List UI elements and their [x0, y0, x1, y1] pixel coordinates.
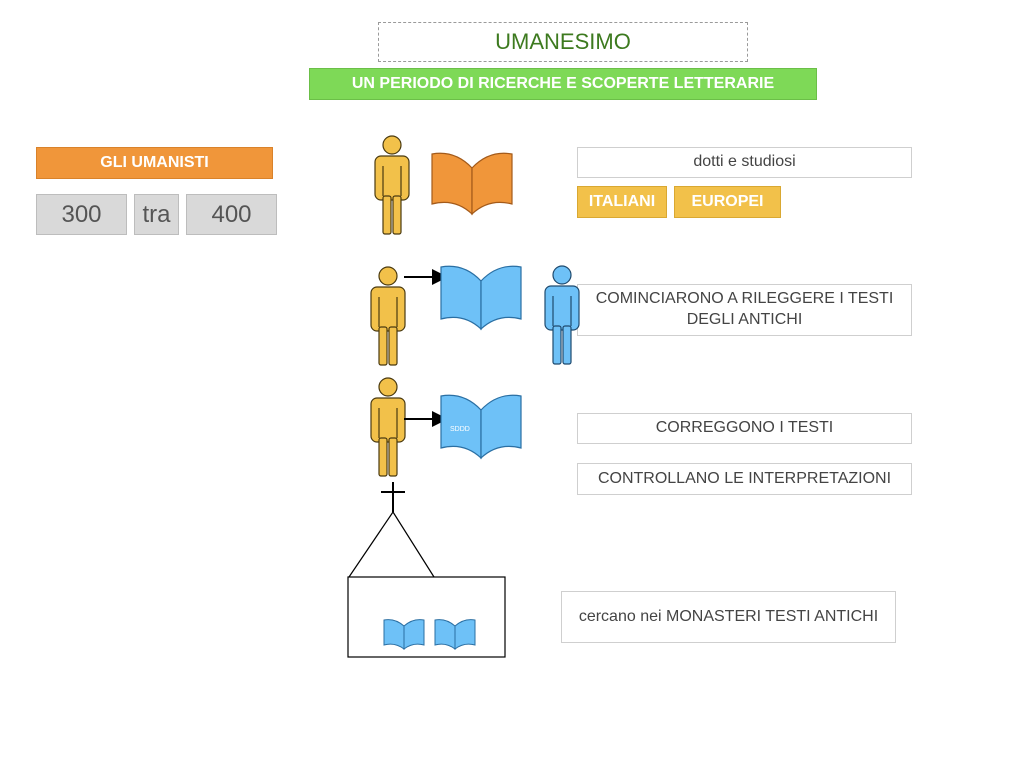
monastery-book-icon: [434, 619, 476, 651]
italians-tag: ITALIANI: [577, 186, 667, 218]
blue-book-icon: [440, 265, 522, 331]
period-end-box: 400: [186, 194, 277, 235]
blue-book-annotated-icon: [440, 394, 522, 460]
monastery-icon: [347, 510, 506, 658]
page-title: UMANESIMO: [378, 22, 748, 62]
orange-book-icon: [431, 152, 513, 216]
monastery-book-icon: [383, 619, 425, 651]
page-subtitle: UN PERIODO DI RICERCHE E SCOPERTE LETTER…: [309, 68, 817, 100]
correct-description: CORREGGONO I TESTI: [577, 413, 912, 444]
monasteries-description: cercano nei MONASTERI TESTI ANTICHI: [561, 591, 896, 643]
control-description: CONTROLLANO LE INTERPRETAZIONI: [577, 463, 912, 495]
scholars-description: dotti e studiosi: [577, 147, 912, 178]
scholar-person-icon: [374, 135, 410, 235]
period-start-box: 300: [36, 194, 127, 235]
reader-person-icon: [370, 266, 406, 366]
period-word-box: tra: [134, 194, 179, 235]
reread-description: COMINCIARONO A RILEGGERE I TESTI DEGLI A…: [577, 284, 912, 336]
book-annotation-text: SDDD: [450, 426, 470, 433]
humanists-label: GLI UMANISTI: [36, 147, 273, 179]
cross-icon: [381, 482, 405, 512]
ancient-person-icon: [544, 265, 580, 365]
corrector-person-icon: [370, 377, 406, 477]
europeans-tag: EUROPEI: [674, 186, 781, 218]
